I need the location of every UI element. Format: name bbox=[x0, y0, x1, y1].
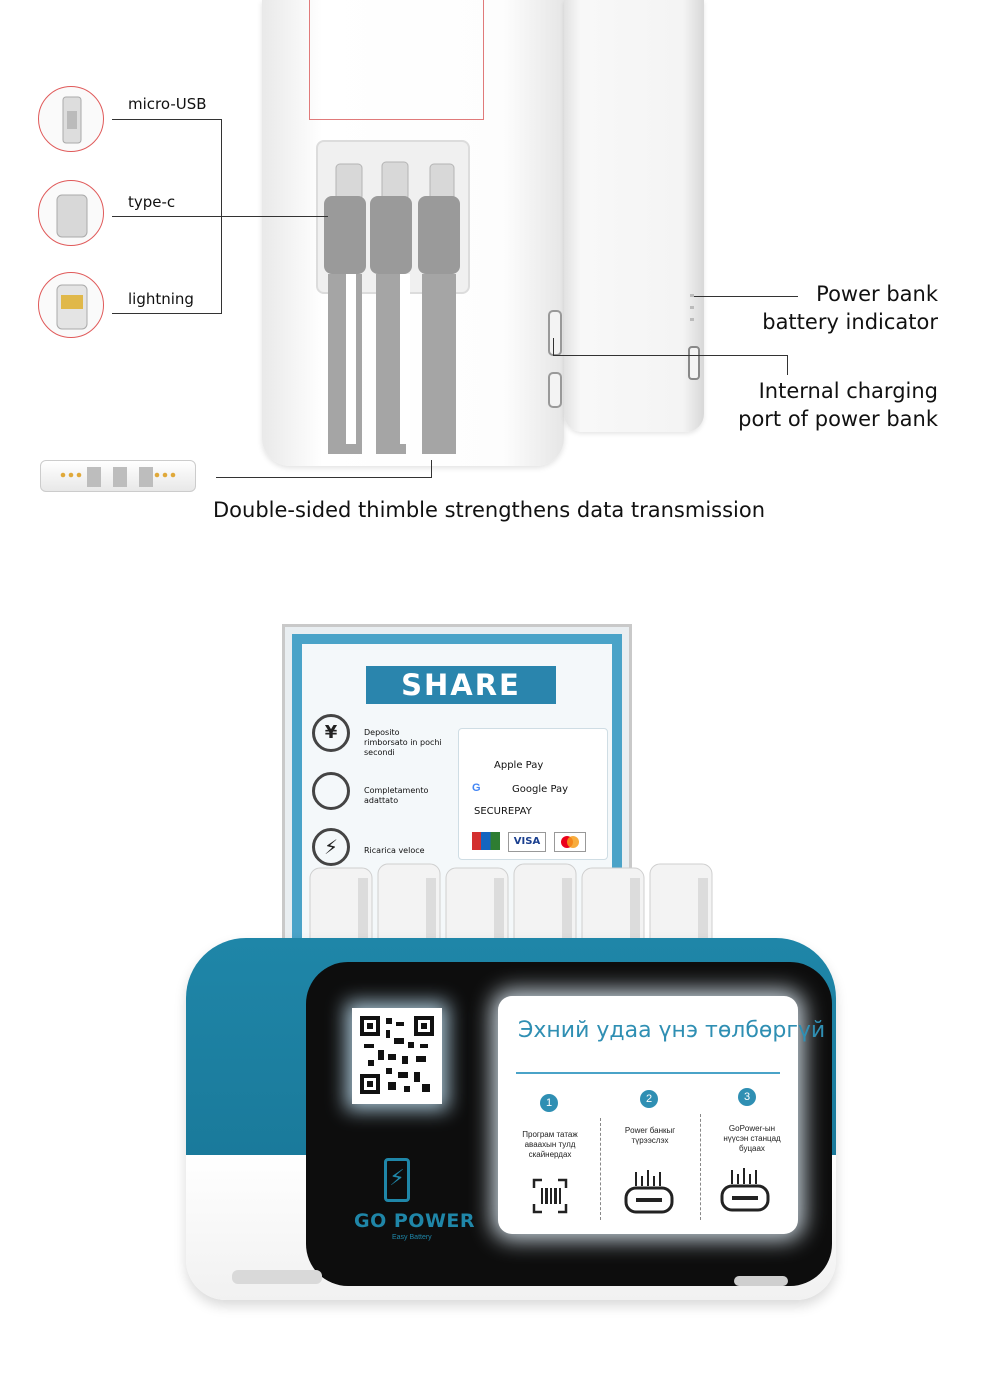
station-foot bbox=[734, 1276, 788, 1286]
power-bank-side bbox=[564, 0, 704, 432]
leader-line bbox=[694, 296, 798, 297]
brand-subtitle: Easy Battery bbox=[392, 1234, 432, 1241]
lightning-icon bbox=[38, 272, 104, 338]
step-separator bbox=[700, 1114, 701, 1220]
poster-title: SHARE bbox=[366, 666, 556, 704]
leader-line bbox=[431, 460, 432, 478]
power-bank-slots bbox=[306, 858, 718, 948]
screen-divider bbox=[516, 1072, 780, 1074]
step-3-text: GoPower-ын нүүсэн станцад буцаах bbox=[723, 1124, 781, 1153]
retractable-cables bbox=[324, 161, 460, 454]
mastercard-icon bbox=[554, 832, 586, 852]
battery-indicator-label: Power bank battery indicator bbox=[762, 282, 938, 334]
logo-area-outline bbox=[309, 0, 484, 120]
charging-port-label: Internal charging port of power bank bbox=[738, 379, 938, 431]
leader-line bbox=[787, 355, 788, 375]
leader-line bbox=[553, 338, 554, 356]
feature-deposit-icon: ¥ bbox=[312, 714, 350, 752]
brand-name: GO POWER bbox=[354, 1210, 476, 1232]
gpay-icon: G bbox=[472, 782, 481, 794]
micro-usb-icon bbox=[38, 86, 104, 152]
indicator-dots bbox=[690, 294, 694, 324]
scan-icon bbox=[532, 1178, 568, 1214]
leader-line bbox=[112, 119, 222, 120]
step-separator bbox=[600, 1118, 601, 1220]
step-1-text: Програм татаж аваахын тулд скайнердах bbox=[522, 1130, 578, 1159]
visa-card: VISA bbox=[508, 832, 546, 852]
side-port-left bbox=[548, 310, 562, 356]
screen-title: Эхний удаа үнэ төлбөргүй bbox=[518, 1018, 826, 1043]
apple-pay-label: Apple Pay bbox=[494, 760, 544, 771]
side-charging-port bbox=[688, 346, 700, 380]
micro-usb-label: micro-USB bbox=[128, 95, 207, 113]
google-pay-label: Google Pay bbox=[512, 784, 569, 795]
thimble-connector bbox=[40, 460, 196, 492]
unionpay-icon bbox=[472, 832, 500, 850]
feature-adapt-text: Completamento adattato bbox=[364, 786, 429, 805]
step-2-number: 2 bbox=[640, 1090, 658, 1108]
securepay-label: SECUREPAY bbox=[474, 806, 532, 817]
leader-line bbox=[112, 216, 328, 217]
type-c-icon bbox=[38, 180, 104, 246]
leader-line bbox=[216, 477, 432, 478]
power-bank-return-icon bbox=[718, 1166, 774, 1216]
qr-code bbox=[352, 1008, 442, 1104]
step-2-text: Power банкыг түрээслэх bbox=[624, 1126, 676, 1145]
lightning-label: lightning bbox=[128, 290, 194, 308]
feature-deposit-text: Deposito rimborsato in pochi secondi bbox=[364, 728, 442, 757]
feature-adapt-icon bbox=[312, 772, 350, 810]
station-foot bbox=[232, 1270, 322, 1284]
leader-line bbox=[112, 313, 222, 314]
power-bank-rent-icon bbox=[622, 1168, 678, 1218]
step-1-number: 1 bbox=[540, 1094, 558, 1112]
side-port-left-2 bbox=[548, 372, 562, 408]
type-c-label: type-c bbox=[128, 193, 176, 211]
battery-logo-icon: ⚡ bbox=[384, 1158, 410, 1202]
step-3-number: 3 bbox=[738, 1088, 756, 1106]
thimble-label: Double-sided thimble strengthens data tr… bbox=[213, 498, 766, 522]
feature-fast-text: Ricarica veloce bbox=[364, 846, 425, 855]
leader-line bbox=[553, 355, 788, 356]
poster-title-text: SHARE bbox=[401, 668, 521, 702]
feature-fast-icon: ⚡ bbox=[312, 828, 350, 866]
